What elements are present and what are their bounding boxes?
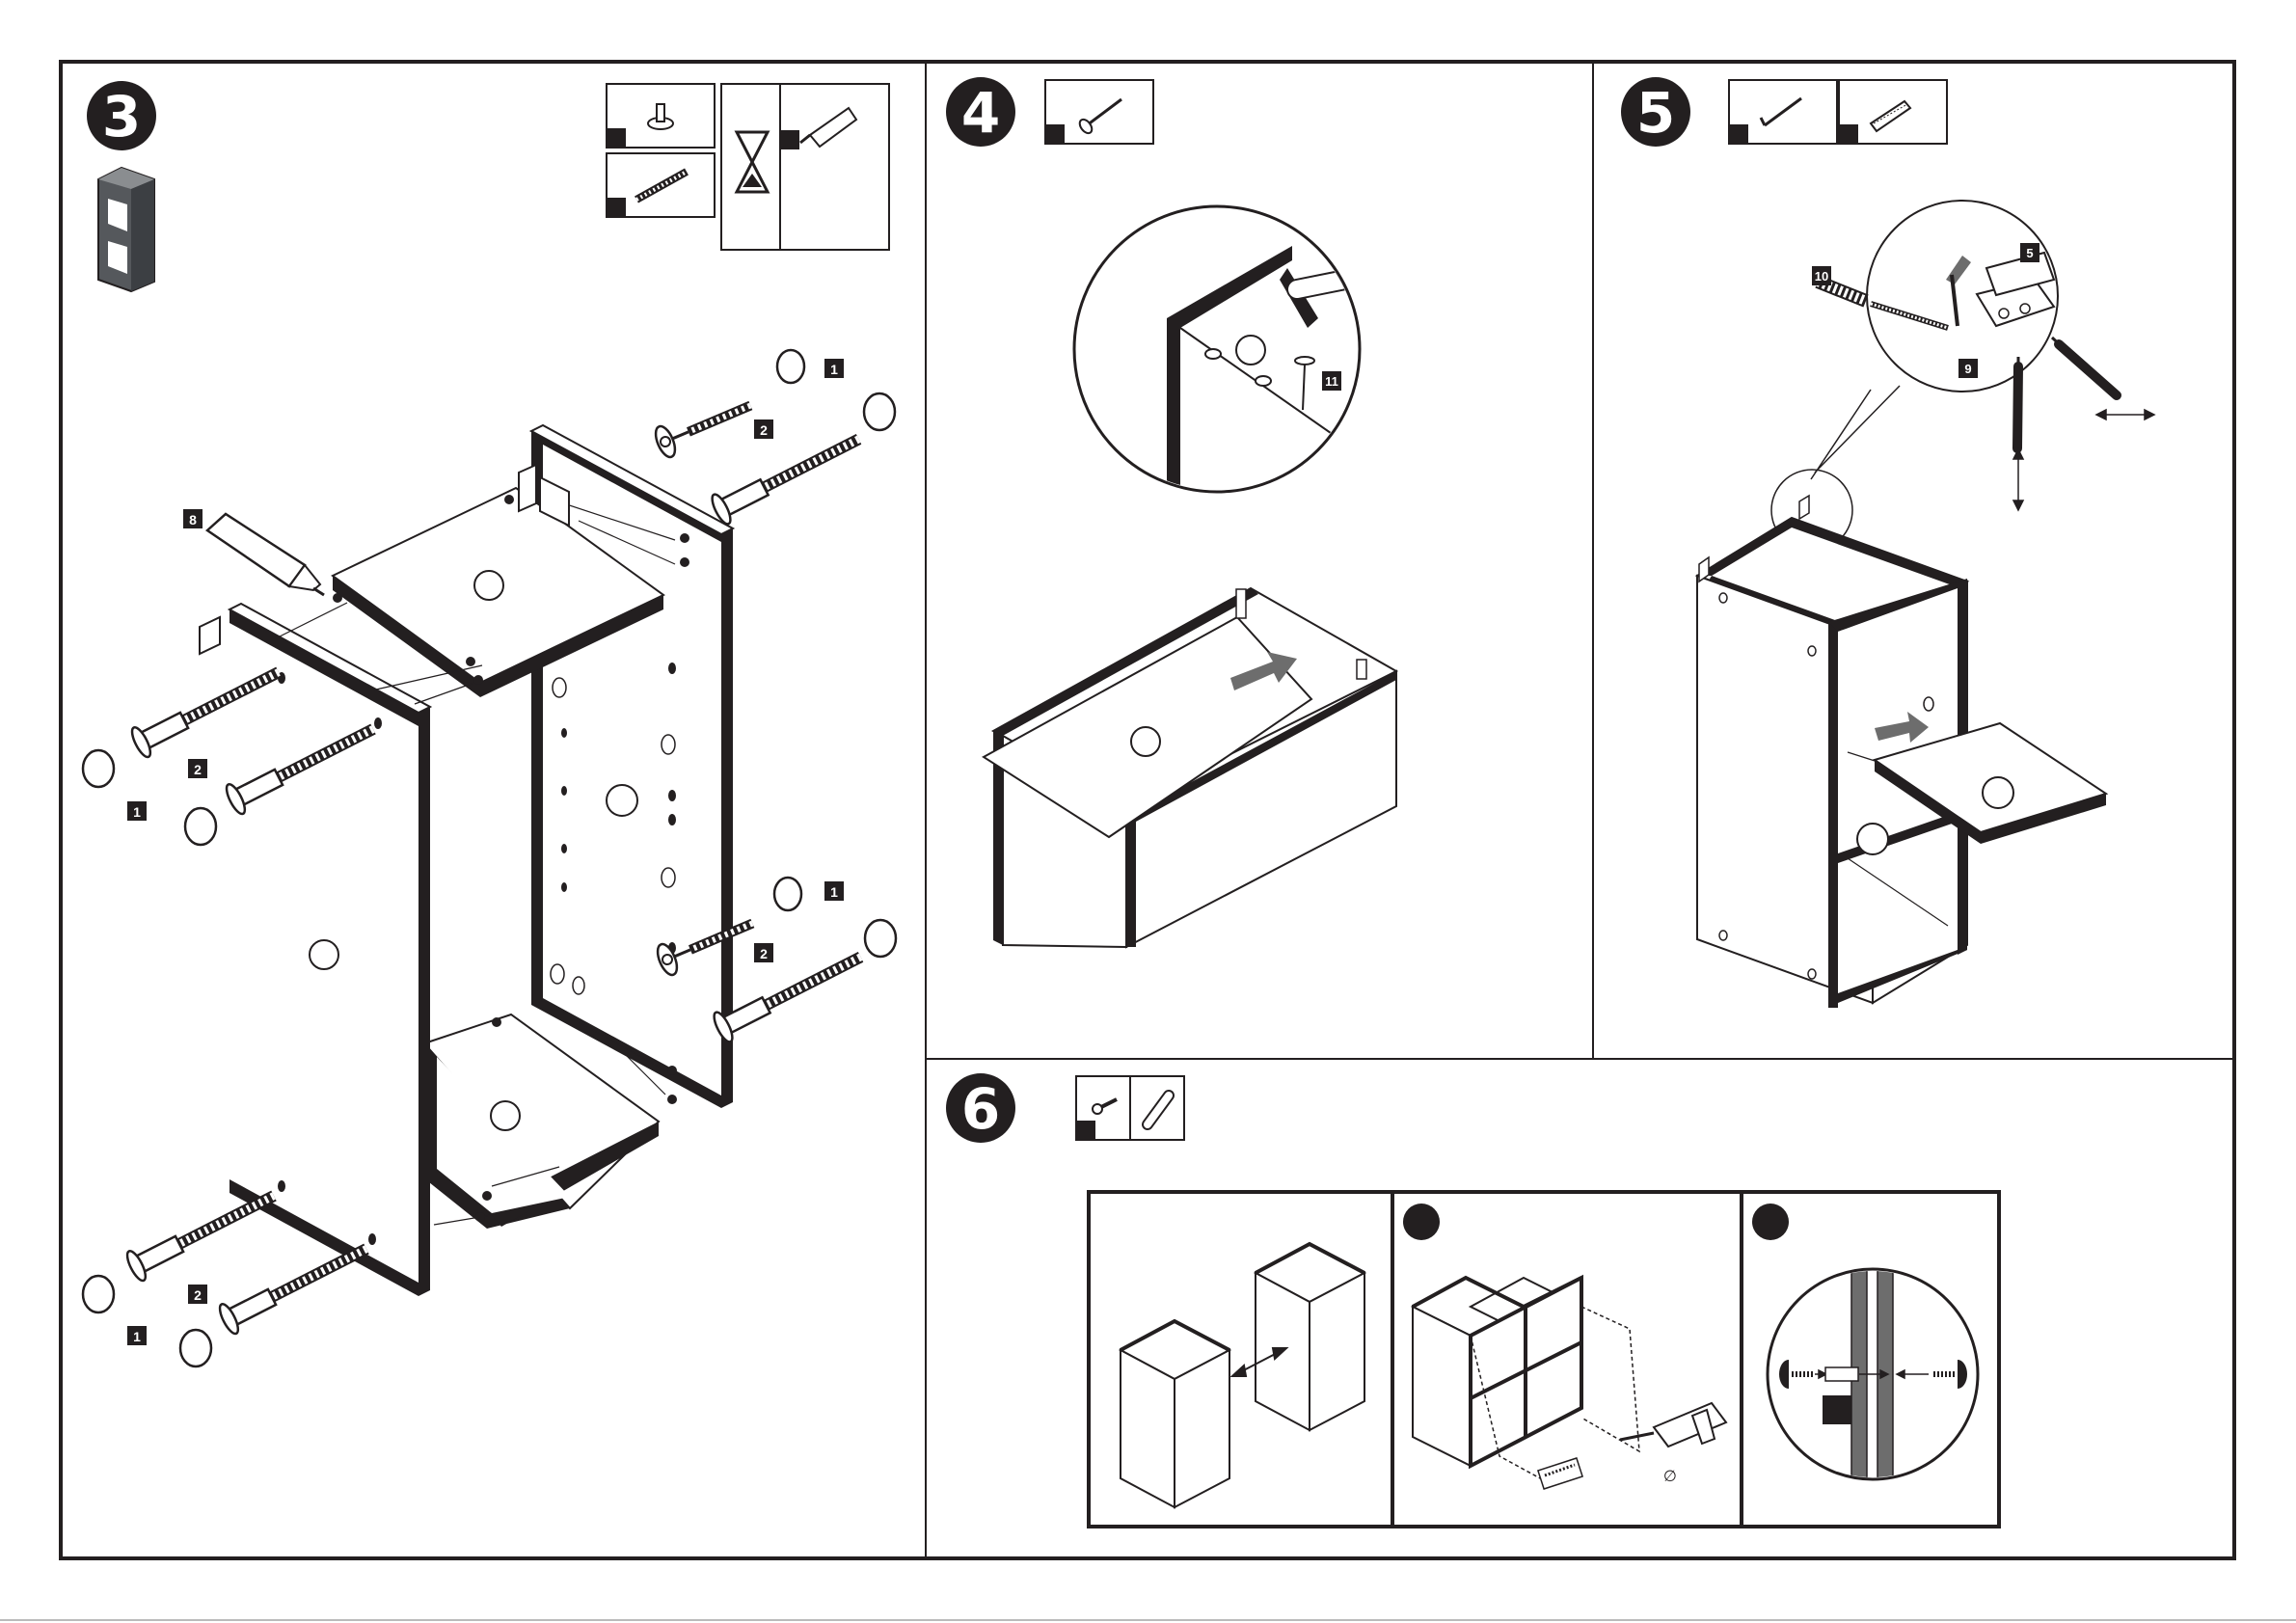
wall-mount-detail: 5 10 9 xyxy=(1771,201,2154,551)
step-4-badge: 4 xyxy=(946,77,1015,147)
diameter-symbol: ∅ xyxy=(1663,1467,1677,1485)
svg-text:2: 2 xyxy=(194,1287,202,1303)
svg-text:1: 1 xyxy=(133,1329,141,1344)
svg-text:9: 9 xyxy=(1964,362,1971,376)
step-3-panel: 3 xyxy=(83,81,896,1366)
step-4-panel: 4 xyxy=(946,77,1418,947)
step-5-parts-box xyxy=(1729,80,1947,144)
cabinet-back-panel-view xyxy=(984,588,1396,947)
step-5-panel: 5 xyxy=(1621,77,2154,1008)
svg-text:5: 5 xyxy=(1636,80,1675,146)
step-3-parts-box xyxy=(607,84,889,250)
step-6-badge: 6 xyxy=(946,1073,1015,1143)
svg-text:2: 2 xyxy=(760,422,768,438)
step-4-parts-box xyxy=(1045,80,1153,144)
step-3-badge: 3 xyxy=(87,81,156,150)
svg-text:1: 1 xyxy=(830,362,838,377)
svg-text:2: 2 xyxy=(194,762,202,777)
svg-text:2: 2 xyxy=(760,946,768,961)
svg-text:5: 5 xyxy=(2026,246,2033,260)
svg-text:1: 1 xyxy=(133,804,141,820)
step-6-panel: 6 xyxy=(946,1073,1999,1527)
glue-tube xyxy=(207,514,324,595)
svg-text:10: 10 xyxy=(1815,269,1828,284)
cabinet-exploded-view xyxy=(200,425,733,1296)
svg-text:6: 6 xyxy=(961,1076,1000,1142)
svg-text:1: 1 xyxy=(830,884,838,900)
svg-text:4: 4 xyxy=(961,80,1000,146)
nail-detail-zoom: 11 xyxy=(1074,206,1418,530)
cabinet-orientation-icon xyxy=(98,168,154,291)
svg-text:8: 8 xyxy=(189,512,197,527)
svg-text:3: 3 xyxy=(102,84,141,149)
step-5-badge: 5 xyxy=(1621,77,1690,147)
step-6-parts-box xyxy=(1076,1076,1184,1140)
cabinet-upright xyxy=(1697,496,2106,1008)
svg-text:11: 11 xyxy=(1325,374,1338,389)
